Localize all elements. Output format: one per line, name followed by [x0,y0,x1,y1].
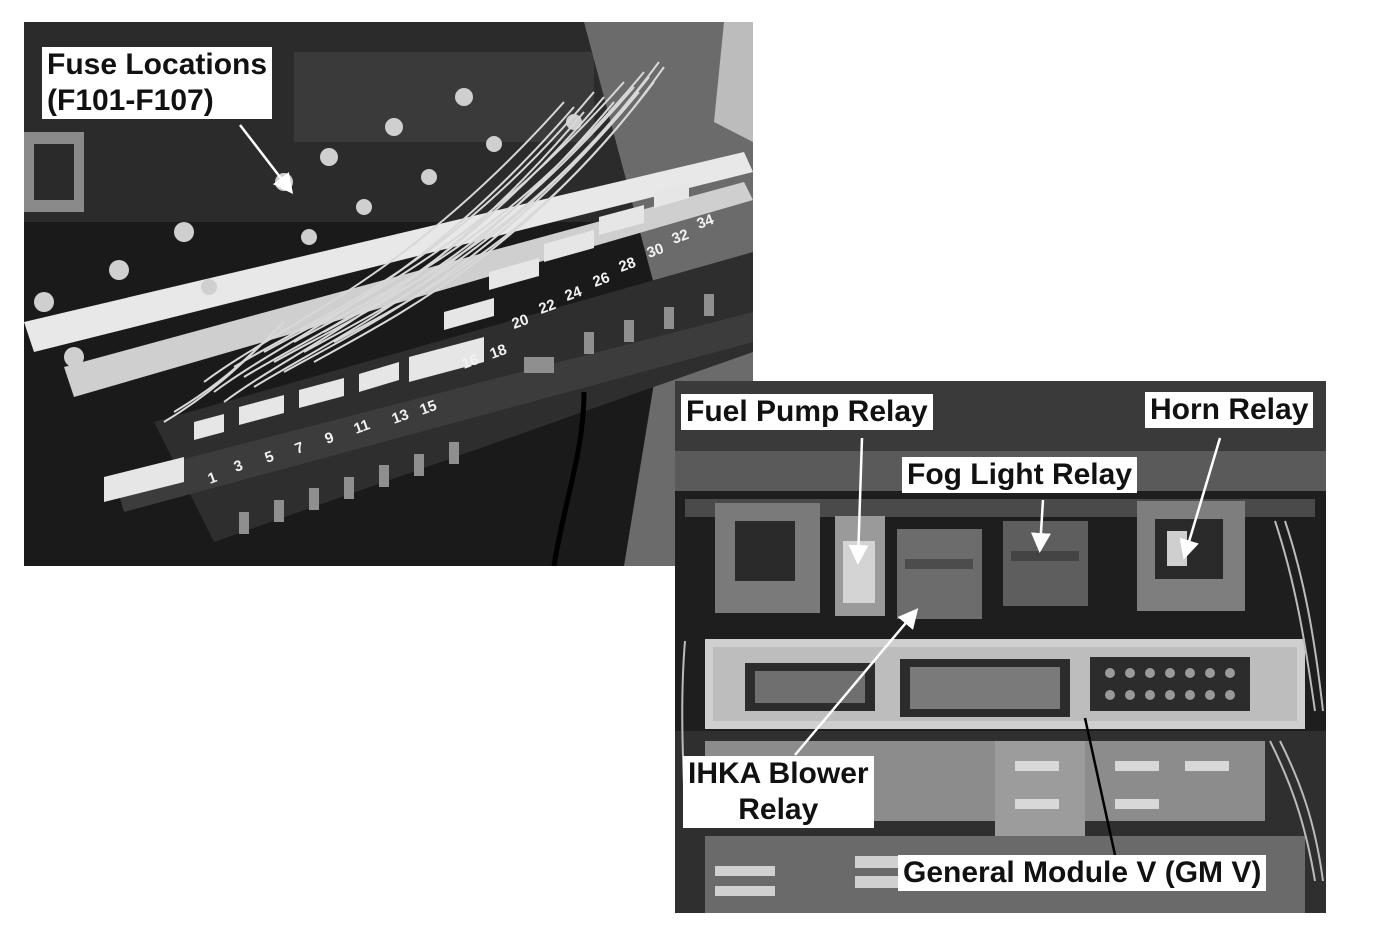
callout-fuse-locations-line2: (F101-F107) [47,84,214,117]
fuse-number: 15 [418,397,439,419]
callout-fuse-locations: Fuse Locations (F101-F107) [42,47,273,119]
fuse-number: 30 [645,240,666,262]
callout-fuse-locations-line1: Fuse Locations [47,48,268,81]
fuse-number: 18 [488,341,509,363]
fuse-number: 11 [352,416,373,437]
fuse-number: 26 [591,269,612,291]
fuse-number: 16 [460,351,481,373]
fuse-number: 13 [390,406,411,428]
callout-horn-relay: Horn Relay [1145,392,1314,428]
callout-ihka-blower-relay-line1: IHKA Blower [688,757,869,790]
fuse-number: 24 [563,283,585,305]
fuse-panel-photo: 1 3 5 7 9 11 13 15 16 18 20 22 24 26 28 … [24,22,753,566]
callout-fog-light-relay: Fog Light Relay [902,457,1137,493]
fuse-number: 28 [617,254,638,276]
fuse-number: 34 [695,211,717,233]
callout-general-module: General Module V (GM V) [898,855,1267,891]
callout-fuel-pump-relay: Fuel Pump Relay [681,394,933,430]
callout-ihka-blower-relay-line2: Relay [738,793,819,826]
callout-ihka-blower-relay: IHKA Blower Relay [683,756,874,828]
fuse-panel-illustration: 1 3 5 7 9 11 13 15 16 18 20 22 24 26 28 … [24,22,753,566]
fuse-number: 22 [537,296,558,318]
fuse-number: 32 [670,226,691,248]
fuse-number: 20 [510,311,531,333]
